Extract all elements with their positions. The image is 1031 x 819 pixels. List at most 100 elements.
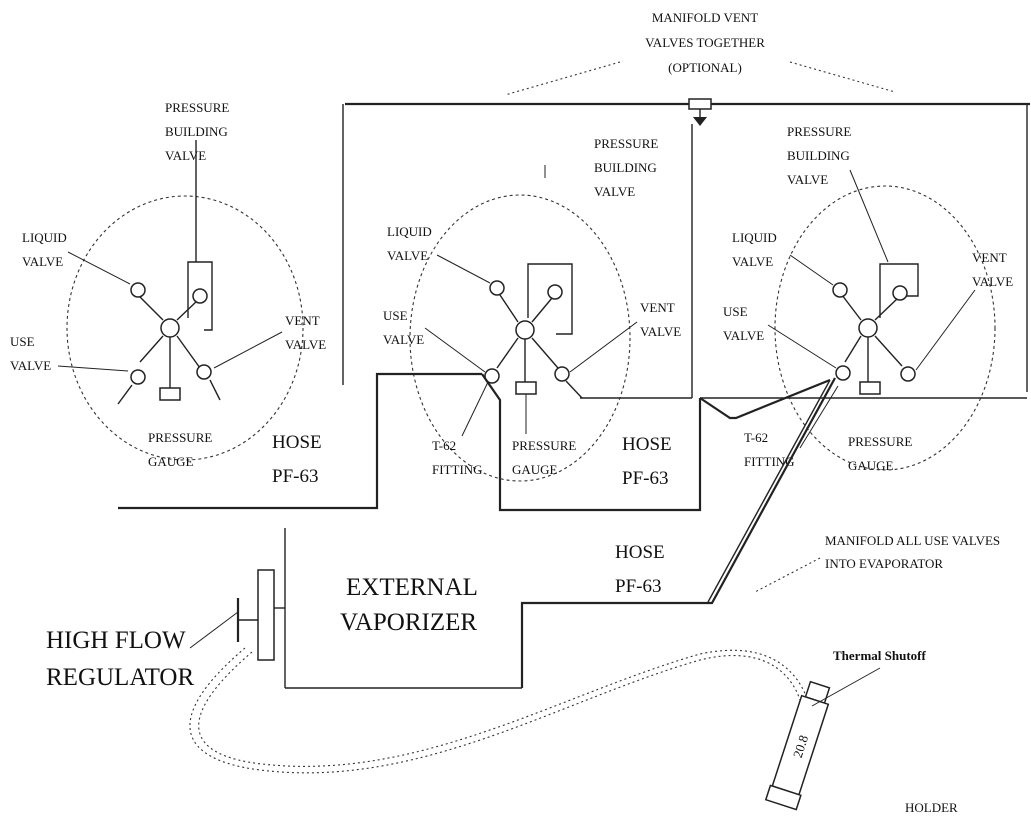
mid-gauge-label-1: PRESSURE [512, 438, 576, 453]
left-vent-label-2: VALVE [285, 337, 326, 352]
mid-pb-label-1: PRESSURE [594, 136, 658, 151]
regulator-label-1: HIGH FLOW [46, 627, 186, 654]
right-use-label-1: USE [723, 304, 748, 319]
right-use-pointer [767, 324, 837, 369]
left-vent-valve [196, 364, 212, 380]
flex-hose-inner [198, 649, 807, 767]
right-use-label-2: VALVE [723, 328, 764, 343]
mid-liquid-pointer [436, 254, 491, 284]
mid-t62-pointer [461, 381, 489, 437]
cylinder-left-outline [66, 195, 304, 461]
right-pressure-gauge [859, 381, 881, 395]
left-use-label-1: USE [10, 334, 35, 349]
mid-pressure-gauge [515, 381, 537, 395]
right-liquid-label-2: VALVE [732, 254, 773, 269]
hose-lines [118, 372, 836, 688]
mid-use-pointer [424, 327, 486, 373]
cylinder-right: PRESSURE BUILDING VALVE LIQUID VALVE USE… [723, 124, 1013, 473]
mid-use-label-1: USE [383, 308, 408, 323]
mid-pb-label-3: VALVE [594, 184, 635, 199]
mid-liquid-label-1: LIQUID [387, 224, 432, 239]
right-liquid-valve [832, 282, 848, 298]
right-pb-label-1: PRESSURE [787, 124, 851, 139]
left-use-arm [139, 335, 164, 363]
mid-pb-label-2: BUILDING [594, 160, 657, 175]
left-pb-label-2: BUILDING [165, 124, 228, 139]
mid-use-valve [484, 368, 500, 384]
hose-middle-run [481, 373, 702, 512]
cylinder-middle-hub [515, 320, 535, 340]
vent-manifold: MANIFOLD VENT VALVES TOGETHER (OPTIONAL) [345, 10, 1030, 399]
mid-pb-coil [527, 263, 573, 335]
right-pb-arm [874, 297, 899, 321]
regulator-label-2: REGULATOR [46, 664, 194, 691]
left-liquid-label-2: VALVE [22, 254, 63, 269]
mid-use-label-2: VALVE [383, 332, 424, 347]
right-vent-pointer [915, 289, 976, 371]
manifold-use-label-1: MANIFOLD ALL USE VALVES [825, 533, 1000, 548]
left-vent-arm [176, 335, 201, 369]
right-pb-pointer [849, 169, 889, 263]
hose-2-line [699, 378, 831, 420]
cylinder-right-hub [858, 318, 878, 338]
left-liquid-arm [137, 294, 164, 321]
mid-gauge-label-2: GAUGE [512, 462, 558, 477]
right-t62-label-2: FITTING [744, 454, 795, 469]
right-pb-label-2: BUILDING [787, 148, 850, 163]
left-use-label-2: VALVE [10, 358, 51, 373]
right-use-arm [844, 335, 862, 363]
hose-3-line [520, 377, 836, 688]
regulator-pointer [189, 611, 239, 649]
right-vent-label-2: VALVE [972, 274, 1013, 289]
holder-gauge-text: 20.8 [790, 733, 811, 759]
left-liquid-pointer [67, 251, 131, 285]
right-pb-coil [879, 263, 919, 318]
mid-liquid-arm [499, 294, 519, 323]
holder-assembly: 20.8 Thermal Shutoff HOLDER [764, 648, 958, 815]
hose-3-label-1: HOSE [615, 542, 665, 563]
left-liquid-label-1: LIQUID [22, 230, 67, 245]
right-use-valve [835, 365, 851, 381]
cylinder-left-hub [160, 318, 180, 338]
mid-vent-label-1: VENT [640, 300, 675, 315]
manifold-vent-label-line3: (OPTIONAL) [668, 60, 742, 75]
mid-t62-label-1: T-62 [432, 438, 456, 453]
vent-pointer-left [504, 61, 621, 96]
cylinder-right-outline [774, 185, 996, 471]
hose-2-label-2: PF-63 [622, 468, 668, 489]
left-gauge-label-1: PRESSURE [148, 430, 212, 445]
holder-end-cap [764, 784, 802, 811]
left-pb-label-1: PRESSURE [165, 100, 229, 115]
manifold-vent-label-line2: VALVES TOGETHER [645, 35, 765, 50]
hose-1-label-2: PF-63 [272, 466, 318, 487]
right-t62-label-1: T-62 [744, 430, 768, 445]
manifold-vent-label-line1: MANIFOLD VENT [652, 10, 758, 25]
right-vent-valve [900, 366, 916, 382]
mid-pb-arm [531, 297, 553, 323]
hose-2-label-1: HOSE [622, 434, 672, 455]
right-liquid-pointer [789, 254, 834, 286]
holder-label: HOLDER [905, 800, 958, 815]
hose-3-parallel [707, 379, 831, 603]
right-pb-label-3: VALVE [787, 172, 828, 187]
high-flow-regulator: HIGH FLOW REGULATOR [46, 569, 285, 691]
vent-pointer-right [789, 61, 896, 93]
hose-3-label-2: PF-63 [615, 576, 661, 597]
vaporizer-label-2: VAPORIZER [340, 609, 477, 636]
left-use-outlet [117, 384, 133, 405]
left-pb-label-3: VALVE [165, 148, 206, 163]
external-vaporizer: EXTERNAL VAPORIZER [284, 528, 522, 689]
left-gauge-label-2: GAUGE [148, 454, 194, 469]
right-pb-valve [892, 285, 908, 301]
right-vent-arm [874, 335, 903, 367]
left-pb-coil [187, 261, 213, 331]
manifold-use-label-2: INTO EVAPORATOR [825, 556, 943, 571]
right-gauge-label-2: GAUGE [848, 458, 894, 473]
hose-1-line [118, 372, 482, 510]
left-liquid-valve [130, 282, 146, 298]
right-t62-pointer [799, 385, 839, 449]
left-vent-label-1: VENT [285, 313, 320, 328]
left-vent-pointer [213, 331, 283, 369]
mid-liquid-label-2: VALVE [387, 248, 428, 263]
manifold-use-pointer [754, 557, 821, 593]
